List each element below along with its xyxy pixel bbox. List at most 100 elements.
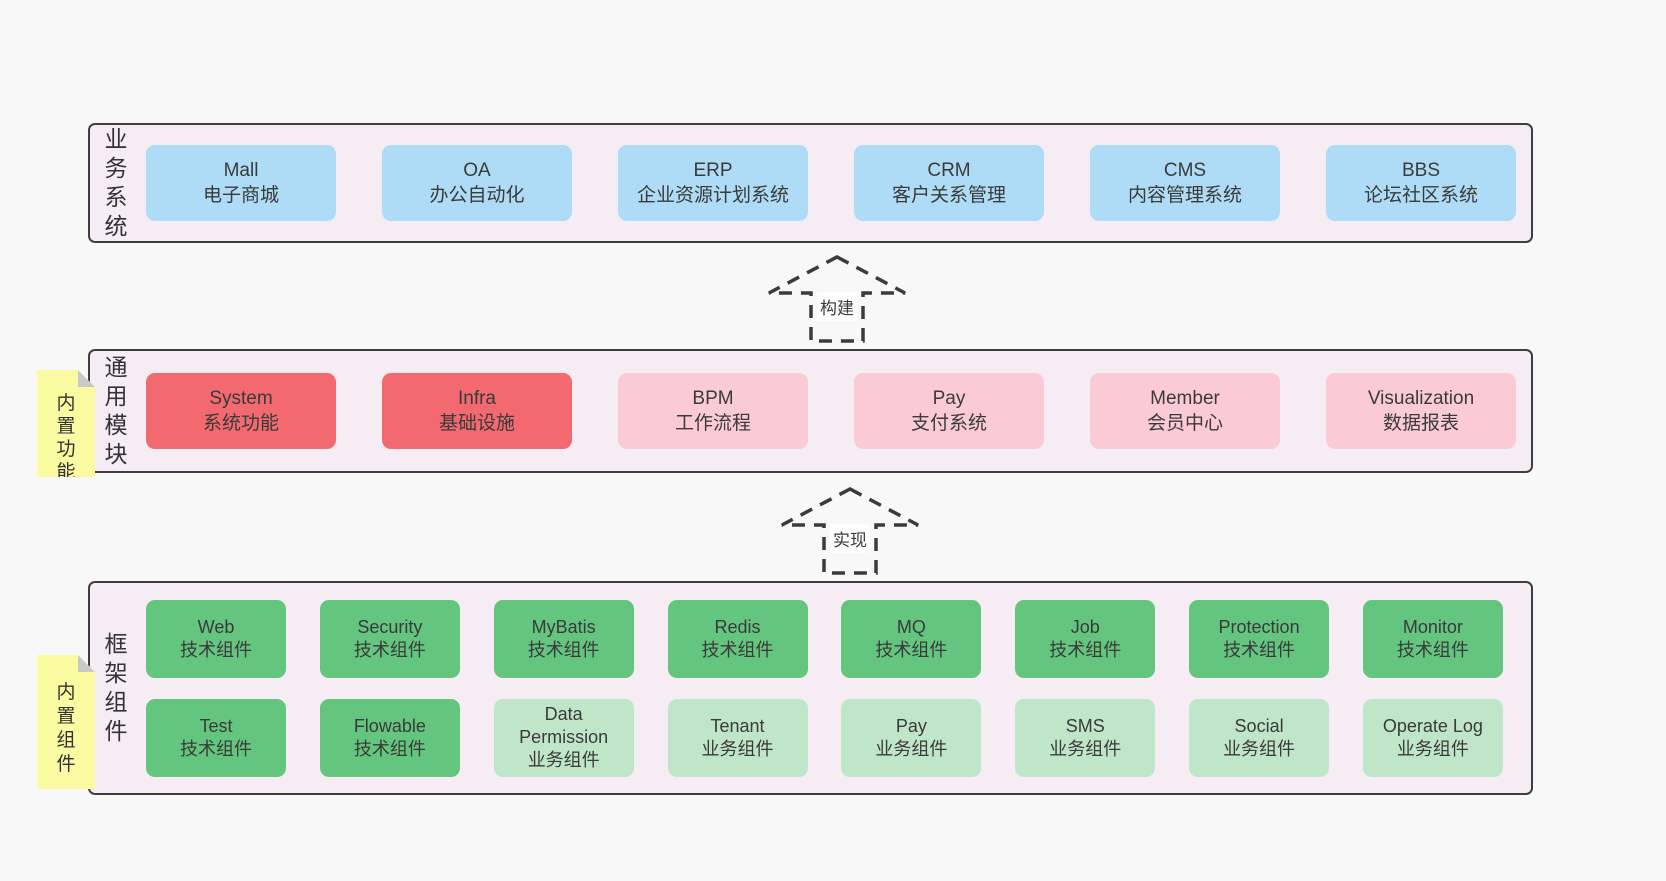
box-subtitle: 业务组件 [527, 750, 600, 770]
sticky-note-label: 内置组件 [56, 682, 76, 775]
box-title: Web [197, 616, 235, 637]
box-job: Job 技术组件 [1015, 599, 1156, 678]
arrow-label-build: 构建 [817, 292, 857, 321]
layer-label-framework-components: 框架组件 [104, 631, 128, 744]
box-data-permission: Data Permission 业务组件 [493, 698, 634, 777]
component-row-2: Test 技术组件 Flowable 技术组件 Data Permission … [146, 698, 1503, 777]
sticky-note-built-in-components: 内置组件 [37, 655, 95, 789]
box-title: Pay [932, 388, 966, 409]
box-member: Member 会员中心 [1090, 373, 1280, 449]
box-title: Flowable [353, 715, 426, 736]
layer-framework-components: 框架组件 Web 技术组件 Security 技术组件 MyBatis 技术组件… [88, 581, 1533, 795]
box-web: Web 技术组件 [146, 599, 286, 678]
dashed-up-arrow-build: 构建 [757, 254, 917, 344]
box-visualization: Visualization 数据报表 [1326, 373, 1516, 449]
box-subtitle: 技术组件 [180, 639, 252, 660]
component-rows: Web 技术组件 Security 技术组件 MyBatis 技术组件 Redi… [129, 583, 1531, 793]
box-subtitle: 数据报表 [1382, 413, 1459, 434]
box-title: BBS [1401, 160, 1441, 181]
box-bbs: BBS 论坛社区系统 [1326, 145, 1516, 221]
dashed-up-arrow-implement: 实现 [770, 486, 930, 576]
layer-label-common-modules: 通用模块 [104, 354, 128, 467]
box-title: Test [199, 715, 233, 736]
box-mq: MQ 技术组件 [841, 599, 982, 678]
box-subtitle: 技术组件 [353, 639, 426, 660]
box-title: MyBatis [531, 616, 596, 637]
box-title: Member [1150, 388, 1220, 409]
box-title: OA [463, 160, 491, 181]
box-mall: Mall 电子商城 [146, 145, 336, 221]
box-subtitle: 支付系统 [910, 413, 987, 434]
box-title: Job [1070, 616, 1100, 637]
box-subtitle: 技术组件 [527, 639, 600, 660]
box-infra: Infra 基础设施 [382, 373, 572, 449]
box-title: BPM [692, 388, 734, 409]
box-security: Security 技术组件 [319, 599, 460, 678]
box-operate-log: Operate Log 业务组件 [1362, 698, 1503, 777]
box-subtitle: 电子商城 [202, 185, 279, 206]
box-protection: Protection 技术组件 [1189, 599, 1330, 678]
layer-label-business-systems: 业务系统 [104, 126, 128, 239]
box-subtitle: 业务组件 [875, 738, 948, 759]
box-title: Redis [714, 616, 761, 637]
box-tenant: Tenant 业务组件 [667, 698, 808, 777]
box-subtitle: 技术组件 [701, 639, 774, 660]
box-subtitle: 会员中心 [1146, 413, 1223, 434]
box-subtitle: 技术组件 [1223, 639, 1296, 660]
box-subtitle: 技术组件 [180, 738, 252, 759]
box-title: Mall [223, 160, 259, 181]
box-sms: SMS 业务组件 [1015, 698, 1156, 777]
module-boxes-row: System 系统功能 Infra 基础设施 BPM 工作流程 Pay 支付系统… [129, 351, 1531, 471]
box-redis: Redis 技术组件 [667, 599, 808, 678]
box-bpm: BPM 工作流程 [618, 373, 808, 449]
box-subtitle: 业务组件 [1223, 738, 1296, 759]
box-title: Infra [457, 388, 497, 409]
box-subtitle: 工作流程 [674, 413, 751, 434]
box-subtitle: 业务组件 [1049, 738, 1122, 759]
box-title: CMS [1163, 160, 1207, 181]
box-oa: OA 办公自动化 [382, 145, 572, 221]
box-subtitle: 业务组件 [1396, 738, 1469, 759]
box-subtitle: 技术组件 [1396, 639, 1469, 660]
box-title: System [209, 388, 273, 409]
layer-business-systems: 业务系统 Mall 电子商城 OA 办公自动化 ERP 企业资源计划系统 CRM… [88, 123, 1533, 243]
box-pay-component: Pay 业务组件 [841, 698, 982, 777]
box-subtitle: 业务组件 [701, 738, 774, 759]
box-title: CRM [927, 160, 971, 181]
box-flowable: Flowable 技术组件 [319, 698, 460, 777]
box-title: ERP [693, 160, 733, 181]
box-subtitle: 基础设施 [438, 413, 515, 434]
box-title: Social [1234, 715, 1284, 736]
box-title: Operate Log [1382, 715, 1483, 736]
box-social: Social 业务组件 [1189, 698, 1330, 777]
box-title: Visualization [1367, 388, 1475, 409]
box-monitor: Monitor 技术组件 [1362, 599, 1503, 678]
box-subtitle: 技术组件 [875, 639, 948, 660]
box-subtitle: 内容管理系统 [1127, 185, 1242, 206]
box-pay-module: Pay 支付系统 [854, 373, 1044, 449]
box-subtitle: 办公自动化 [429, 185, 525, 206]
box-crm: CRM 客户关系管理 [854, 145, 1044, 221]
box-subtitle: 技术组件 [353, 738, 426, 759]
box-title: Protection [1218, 616, 1300, 637]
layer-common-modules: 通用模块 System 系统功能 Infra 基础设施 BPM 工作流程 Pay… [88, 349, 1533, 473]
arrow-label-implement: 实现 [830, 524, 870, 553]
box-subtitle: 系统功能 [202, 413, 279, 434]
box-title: Tenant [710, 715, 765, 736]
box-title: Monitor [1402, 616, 1463, 637]
box-title: Security [357, 616, 423, 637]
component-row-1: Web 技术组件 Security 技术组件 MyBatis 技术组件 Redi… [146, 599, 1503, 678]
box-title: MQ [896, 616, 926, 637]
box-mybatis: MyBatis 技术组件 [493, 599, 634, 678]
box-cms: CMS 内容管理系统 [1090, 145, 1280, 221]
box-erp: ERP 企业资源计划系统 [618, 145, 808, 221]
sticky-note-label: 内置功能 [56, 393, 76, 483]
box-subtitle: 企业资源计划系统 [636, 185, 789, 206]
box-subtitle: 技术组件 [1049, 639, 1122, 660]
box-title: Data Permission [519, 704, 609, 747]
box-subtitle: 论坛社区系统 [1363, 185, 1478, 206]
box-system: System 系统功能 [146, 373, 336, 449]
sticky-note-built-in-functions: 内置功能 [37, 370, 95, 477]
box-test: Test 技术组件 [146, 698, 286, 777]
